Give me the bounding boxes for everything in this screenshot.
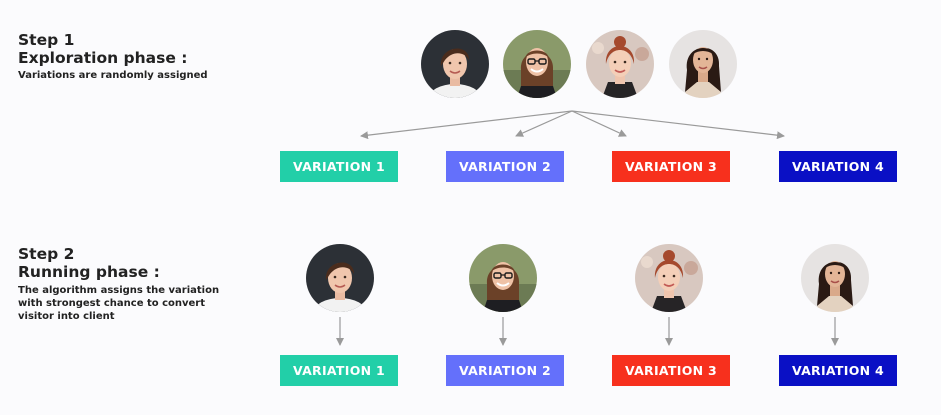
avatar-woman-2: [503, 30, 571, 98]
step1-block: Step 1 Exploration phase : Variations ar…: [18, 31, 208, 82]
step2-block: Step 2 Running phase : The algorithm ass…: [18, 245, 233, 323]
step1-variation-4: VARIATION 4: [779, 151, 897, 182]
step2-subtitle: Running phase :: [18, 263, 160, 281]
avatar-woman-1: [421, 30, 489, 98]
step2-variation-4: VARIATION 4: [779, 355, 897, 386]
step2-variation-1: VARIATION 1: [280, 355, 398, 386]
step2-description: The algorithm assigns the variation with…: [18, 285, 220, 322]
step1-description: Variations are randomly assigned: [18, 70, 208, 81]
arrow-step1-v3: [571, 110, 627, 137]
arrow-step1-v4: [571, 110, 785, 140]
step2-variation-3: VARIATION 3: [612, 355, 730, 386]
step1-subtitle: Exploration phase :: [18, 49, 188, 67]
arrow-step1-v2: [515, 110, 573, 137]
avatar-woman-1-step2: [306, 244, 374, 312]
step1-title: Step 1: [18, 31, 75, 49]
avatar-woman-4: [669, 30, 737, 98]
avatar-woman-3-step2: [635, 244, 703, 312]
avatar-woman-2-step2: [469, 244, 537, 312]
arrow-step1-v1: [360, 110, 573, 140]
step1-variation-1: VARIATION 1: [280, 151, 398, 182]
avatar-woman-3: [586, 30, 654, 98]
step1-variation-2: VARIATION 2: [446, 151, 564, 182]
step2-variation-2: VARIATION 2: [446, 355, 564, 386]
avatar-woman-4-step2: [801, 244, 869, 312]
step2-title: Step 2: [18, 245, 75, 263]
step1-variation-3: VARIATION 3: [612, 151, 730, 182]
